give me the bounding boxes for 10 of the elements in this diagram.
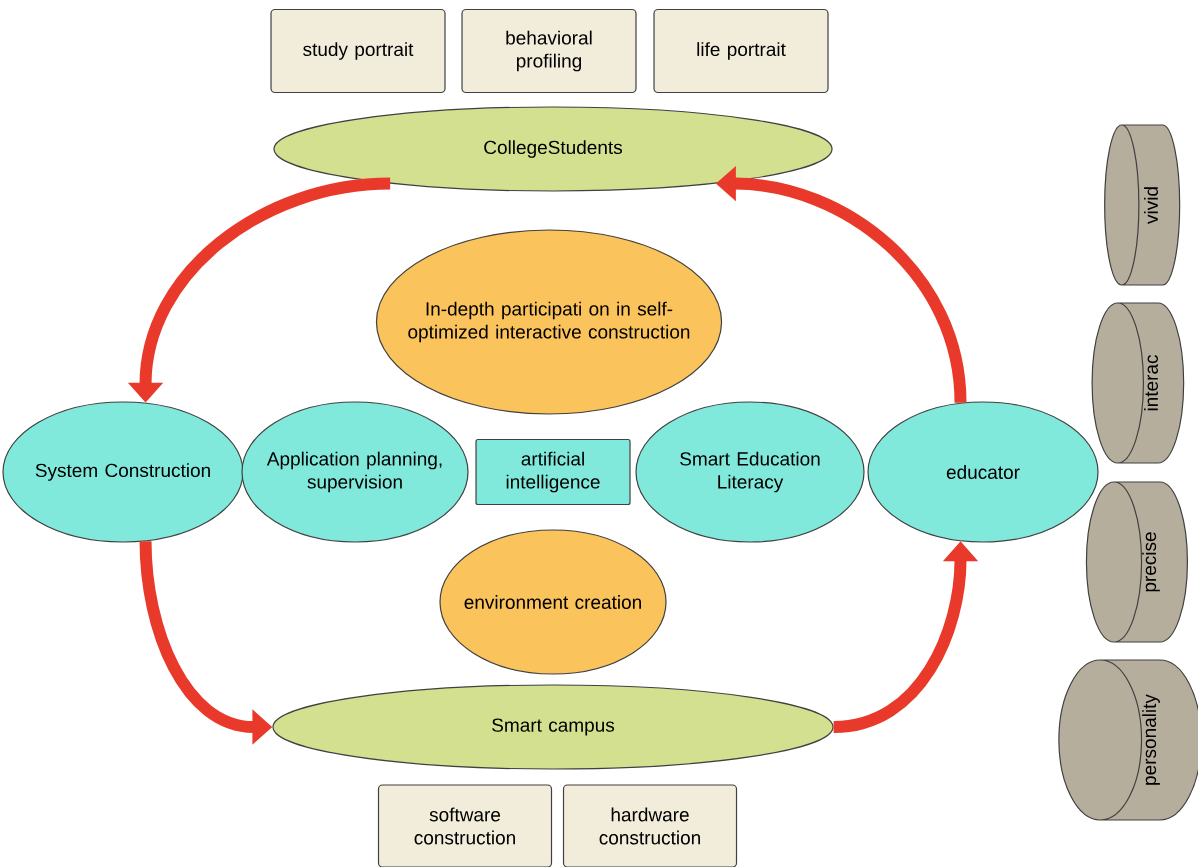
text-box: artificial intelligence [475, 438, 631, 506]
cylinder: precise [1085, 481, 1189, 643]
cylinder: personality [1058, 659, 1198, 821]
text-box: behavioral profiling [461, 8, 637, 94]
text-box: life portrait [653, 8, 829, 94]
text-box: hardware construction [562, 784, 738, 867]
text-box: study portrait [270, 8, 446, 94]
cylinder: interac [1091, 302, 1185, 464]
cylinder: vivid [1104, 124, 1181, 286]
text-box: software construction [377, 784, 553, 867]
